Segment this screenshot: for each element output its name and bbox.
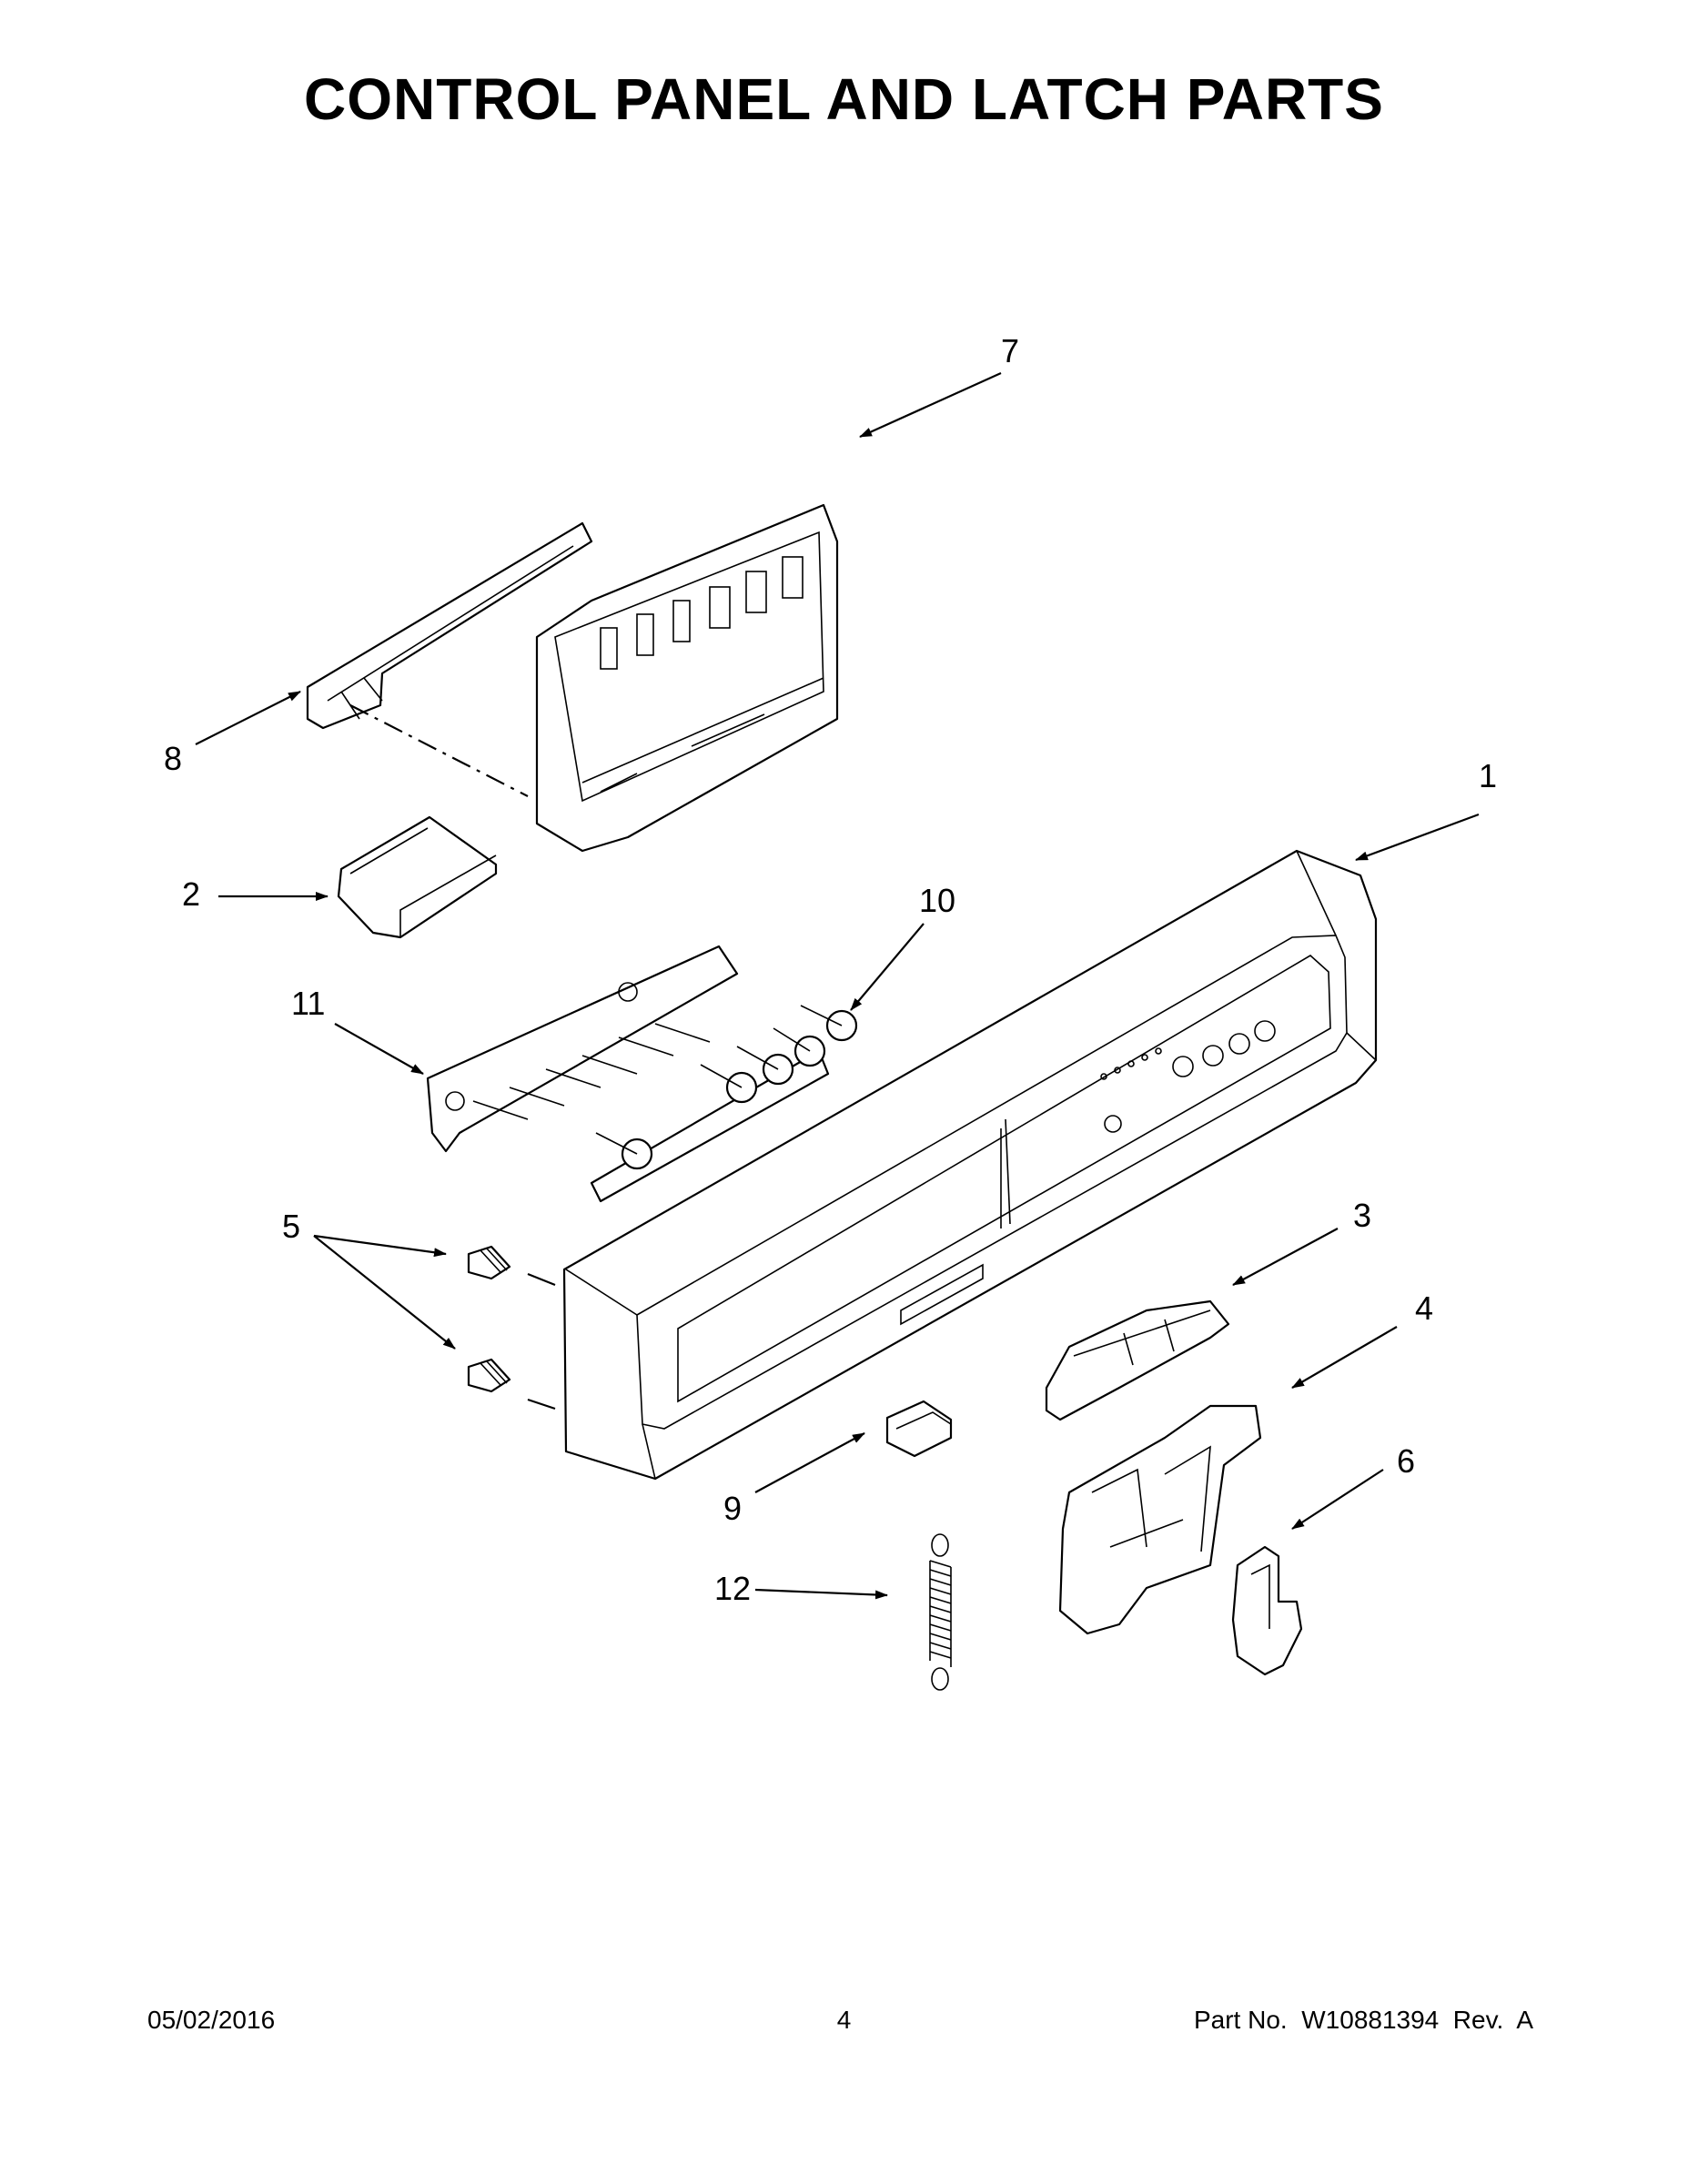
callout-7: 7 <box>1001 332 1020 369</box>
page-title: CONTROL PANEL AND LATCH PARTS <box>304 66 1384 132</box>
assembly-centerline <box>349 704 529 797</box>
callout-8: 8 <box>164 740 183 777</box>
callout-3: 3 <box>1353 1197 1372 1234</box>
latch-handle-part <box>1045 1299 1230 1421</box>
callout-9: 9 <box>723 1490 743 1527</box>
callout-2: 2 <box>182 875 201 913</box>
callout-12: 12 <box>714 1570 752 1607</box>
button-rail-part <box>426 945 739 1153</box>
screw-part <box>467 1245 511 1393</box>
latch-striker-part <box>1231 1545 1303 1676</box>
callout-leaders <box>195 371 1480 1600</box>
bracket-part <box>337 815 498 939</box>
switch-part <box>885 1400 953 1458</box>
spring-part <box>929 1533 952 1691</box>
push-buttons-part <box>590 1005 858 1203</box>
callout-1: 1 <box>1479 757 1498 794</box>
callout-11: 11 <box>291 985 326 1022</box>
callout-4: 4 <box>1415 1289 1434 1327</box>
callout-6: 6 <box>1397 1442 1416 1480</box>
terminal-strip-part <box>306 521 593 730</box>
control-panel-part <box>562 849 1378 1481</box>
footer-part-number: Part No. W10881394 Rev. A <box>1193 2006 1533 2034</box>
callout-10: 10 <box>919 882 956 919</box>
footer-date: 05/02/2016 <box>147 2006 276 2034</box>
door-latch-part <box>1058 1404 1262 1635</box>
control-board-part <box>535 503 839 853</box>
footer-page-number: 4 <box>836 2006 852 2034</box>
callout-5: 5 <box>282 1208 301 1245</box>
